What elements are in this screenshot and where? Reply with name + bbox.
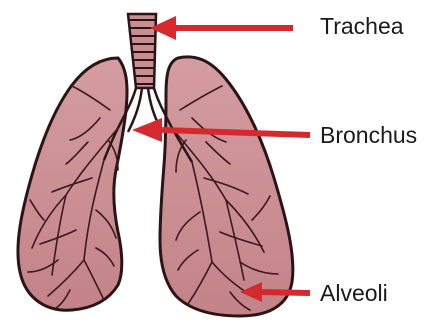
label-trachea: Trachea xyxy=(320,15,404,38)
trachea xyxy=(128,14,156,88)
label-bronchus: Bronchus xyxy=(320,124,417,147)
label-alveoli: Alveoli xyxy=(320,282,388,305)
arrow-trachea xyxy=(150,16,293,40)
